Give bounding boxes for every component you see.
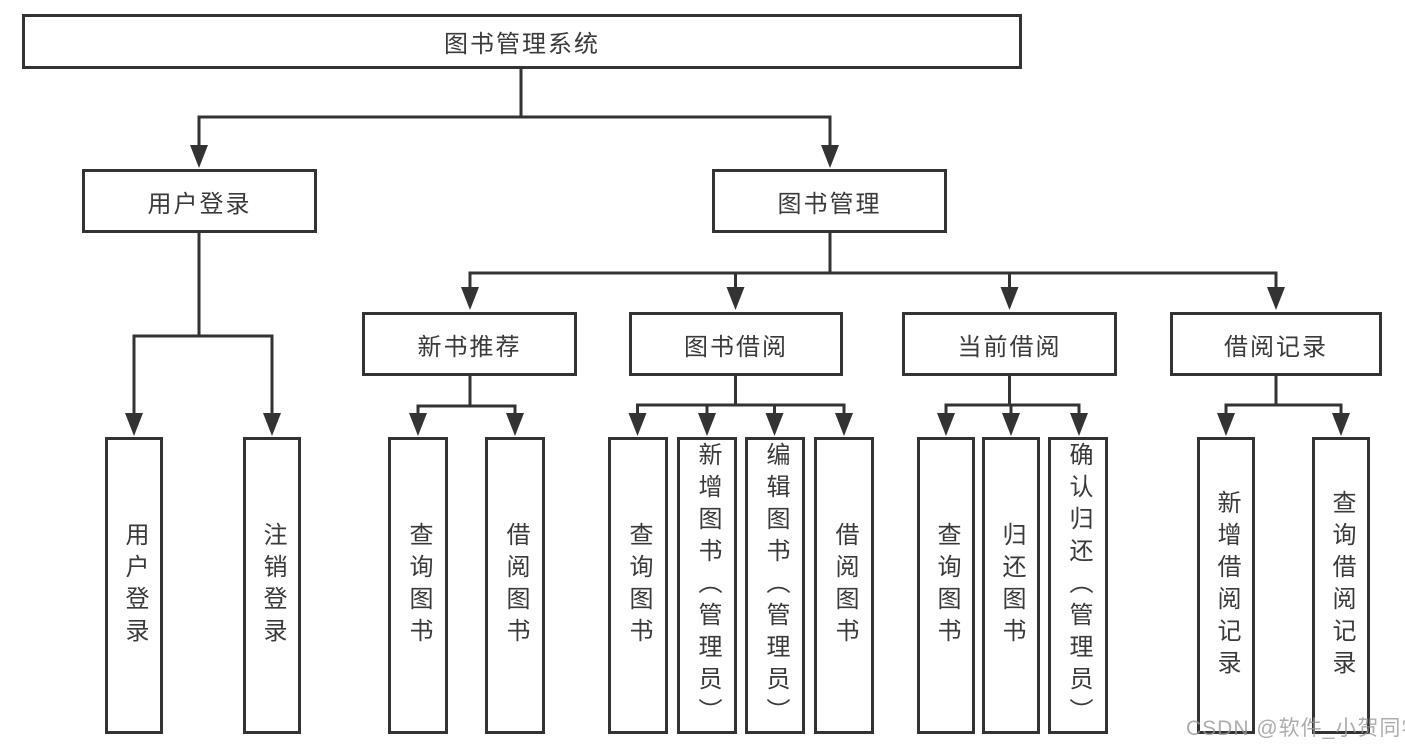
node-current-borrowing: 当前借阅 — [902, 312, 1117, 376]
leaf-cb-query-books-label: 查询图书 — [933, 521, 960, 650]
node-book-borrowing: 图书借阅 — [629, 312, 843, 376]
leaf-cb-return-books: 归还图书 — [982, 437, 1040, 734]
node-borrow-records: 借阅记录 — [1170, 312, 1382, 376]
node-root: 图书管理系统 — [22, 14, 1022, 69]
leaf-rec-borrow-books-label: 借阅图书 — [502, 521, 529, 650]
leaf-br-add-record-label: 新增借阅记录 — [1213, 489, 1240, 682]
leaf-bb-edit-books-admin-label: 编辑图书（管理员） — [762, 441, 789, 730]
node-new-book-recommend: 新书推荐 — [362, 312, 577, 376]
leaf-br-query-record-label: 查询借阅记录 — [1328, 489, 1355, 682]
node-book-management-label: 图书管理 — [777, 190, 882, 218]
leaf-rec-query-books-label: 查询图书 — [405, 521, 432, 650]
leaf-bb-query-books: 查询图书 — [608, 437, 668, 734]
leaf-br-query-record: 查询借阅记录 — [1312, 437, 1370, 734]
leaf-cb-confirm-return-admin-label: 确认归还（管理员） — [1065, 441, 1092, 730]
leaf-cb-query-books: 查询图书 — [917, 437, 975, 734]
leaf-bb-borrow-books: 借阅图书 — [814, 437, 874, 734]
leaf-bb-add-books-admin-label: 新增图书（管理员） — [694, 441, 721, 730]
watermark: CSDN @软件_小贺同学 — [1186, 717, 1405, 740]
node-book-management: 图书管理 — [712, 169, 947, 233]
node-borrow-records-label: 借阅记录 — [1224, 333, 1328, 361]
node-book-borrowing-label: 图书借阅 — [684, 333, 788, 361]
leaf-bb-borrow-books-label: 借阅图书 — [831, 521, 858, 650]
leaf-br-add-record: 新增借阅记录 — [1197, 437, 1255, 734]
leaf-cb-return-books-label: 归还图书 — [998, 521, 1025, 650]
leaf-bb-edit-books-admin: 编辑图书（管理员） — [745, 437, 805, 734]
node-current-borrowing-label: 当前借阅 — [957, 333, 1062, 361]
leaf-bb-query-books-label: 查询图书 — [625, 521, 652, 650]
leaf-user-login: 用户登录 — [105, 437, 163, 734]
leaf-rec-query-books: 查询图书 — [388, 437, 448, 734]
node-user-login-label: 用户登录 — [147, 190, 252, 218]
leaf-rec-borrow-books: 借阅图书 — [485, 437, 545, 734]
leaf-cb-confirm-return-admin: 确认归还（管理员） — [1048, 437, 1108, 734]
leaf-user-login-label: 用户登录 — [121, 521, 148, 650]
node-new-book-recommend-label: 新书推荐 — [417, 333, 522, 361]
node-root-label: 图书管理系统 — [444, 31, 600, 58]
arrowhead-icons — [125, 145, 1350, 436]
node-user-login: 用户登录 — [82, 169, 317, 233]
leaf-bb-add-books-admin: 新增图书（管理员） — [677, 437, 737, 734]
leaf-logout: 注销登录 — [243, 437, 301, 734]
leaf-logout-label: 注销登录 — [259, 521, 286, 650]
